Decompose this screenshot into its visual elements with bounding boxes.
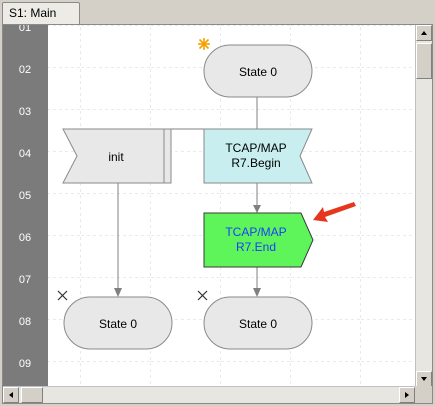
row-number: 03 [19, 106, 31, 118]
row-gutter [3, 25, 48, 387]
vertical-scroll-thumb[interactable] [416, 43, 432, 79]
row-number: 04 [19, 148, 31, 160]
x-mark-icon [197, 290, 208, 301]
vertical-scrollbar[interactable] [415, 25, 432, 387]
scrollbar-corner [415, 386, 432, 403]
connector-arrowhead [253, 205, 261, 213]
input-label-line2: R7.Begin [231, 156, 280, 170]
connector-arrowhead [253, 288, 261, 297]
row-number: 01 [19, 25, 31, 34]
horizontal-scrollbar[interactable] [3, 386, 415, 403]
input-label: init [108, 150, 124, 164]
state-label: State 0 [99, 317, 137, 331]
row-number: 06 [19, 232, 31, 244]
chevron-left-icon [9, 392, 13, 398]
x-mark-icon [57, 290, 68, 301]
diagram-canvas[interactable]: 01 02 03 04 05 06 07 08 09 [3, 25, 432, 403]
row-number: 07 [19, 274, 31, 286]
input-node-tcap-begin[interactable]: TCAP/MAP R7.Begin [203, 128, 313, 184]
output-label-line1: TCAP/MAP [225, 225, 286, 239]
state-node-bottom-left[interactable]: State 0 [63, 296, 173, 350]
scroll-up-button[interactable] [416, 25, 432, 41]
row-number: 05 [19, 190, 31, 202]
state-label: State 0 [239, 65, 277, 79]
chevron-right-icon [405, 392, 409, 398]
scroll-down-button[interactable] [416, 371, 432, 387]
chevron-down-icon [421, 377, 427, 381]
state-node-bottom-right[interactable]: State 0 [203, 296, 313, 350]
scroll-right-button[interactable] [399, 387, 415, 403]
state-label: State 0 [239, 317, 277, 331]
tab-bar: S1: Main [0, 0, 435, 24]
input-node-init[interactable]: init [62, 128, 172, 184]
connector-arrowhead [114, 288, 122, 297]
chevron-up-icon [421, 31, 427, 35]
output-label-line2: R7.End [236, 240, 276, 254]
output-node-tcap-end[interactable]: TCAP/MAP R7.End [203, 212, 314, 268]
row-number: 02 [19, 64, 31, 76]
horizontal-scroll-thumb[interactable] [21, 387, 43, 403]
row-number: 09 [19, 358, 31, 370]
scroll-left-button[interactable] [3, 387, 19, 403]
start-star-icon [198, 38, 210, 50]
state-node-top[interactable]: State 0 [203, 44, 313, 98]
tab-s1-main[interactable]: S1: Main [2, 2, 80, 24]
input-label-line1: TCAP/MAP [225, 141, 286, 155]
red-arrow-icon [313, 202, 356, 222]
row-number: 08 [19, 316, 31, 328]
diagram-frame: 01 02 03 04 05 06 07 08 09 [2, 24, 433, 404]
row-numbers: 01 02 03 04 05 06 07 08 09 [19, 25, 31, 370]
